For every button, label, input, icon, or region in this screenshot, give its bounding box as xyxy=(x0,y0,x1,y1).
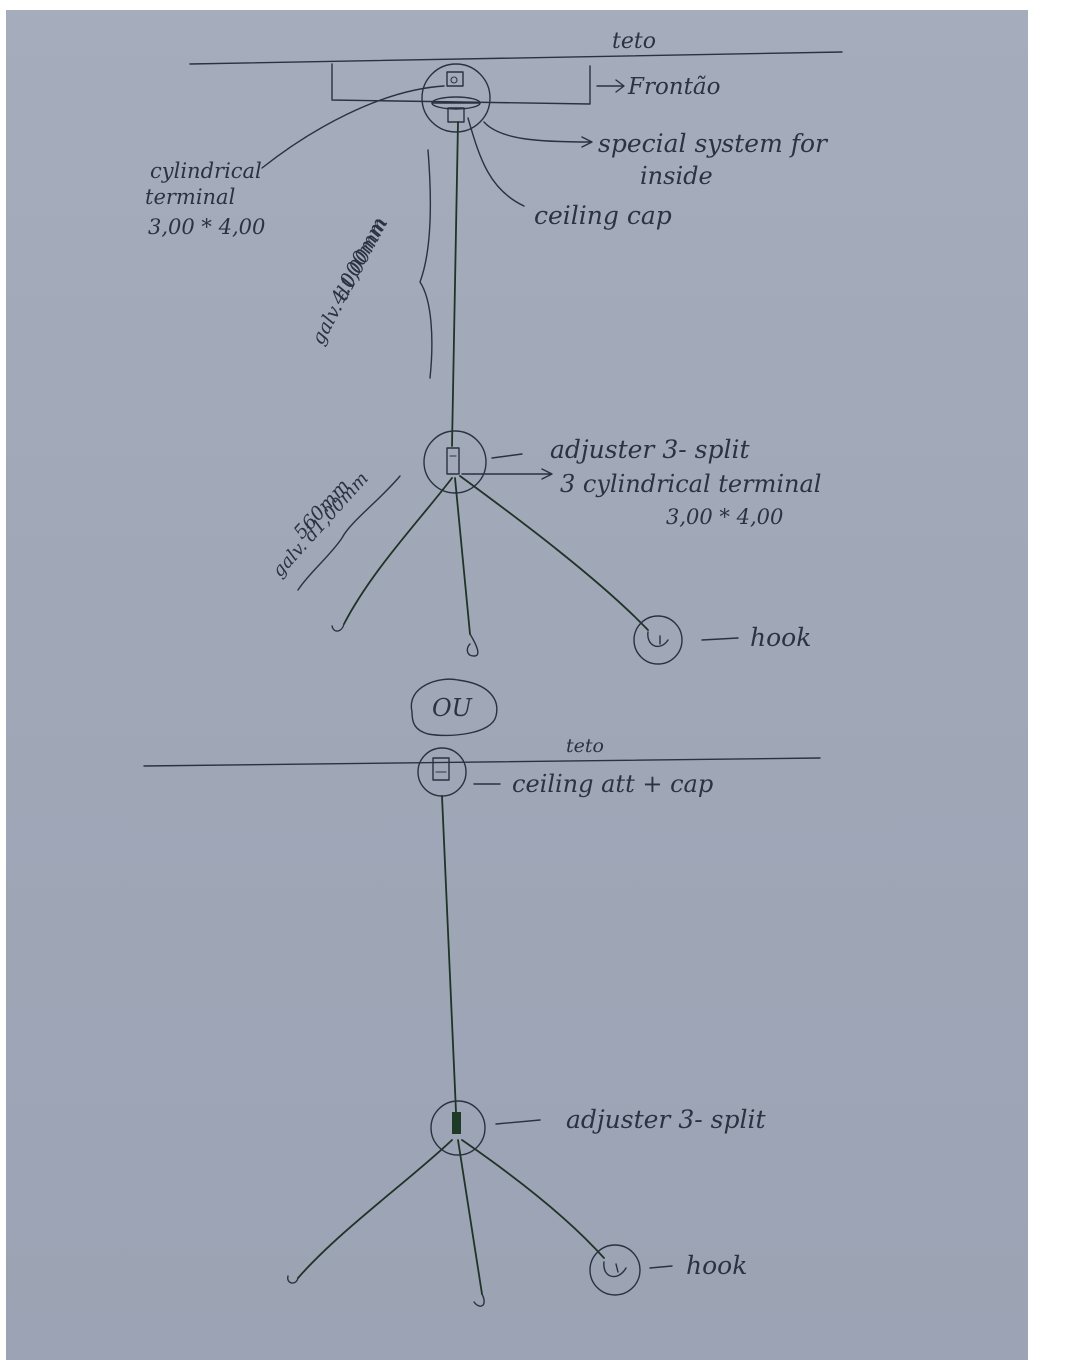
cyl-terminal-label-2: terminal xyxy=(145,185,235,209)
main-cable-bottom xyxy=(441,795,457,1113)
ceiling-label-bottom: teto xyxy=(566,735,604,757)
adjuster-label-bottom: adjuster 3- split xyxy=(566,1105,766,1134)
ceiling-cap-leader xyxy=(467,117,525,207)
adjuster-circle-bottom xyxy=(430,1100,486,1156)
hook-circle-top xyxy=(633,615,683,665)
hook-leader-top xyxy=(701,637,739,641)
hook-center-bottom xyxy=(473,1293,485,1307)
ceiling-line-bottom xyxy=(143,757,821,767)
adjuster-body-top xyxy=(446,447,460,475)
cyl-terminal-leader xyxy=(261,85,445,169)
adjuster-label-top: adjuster 3- split xyxy=(550,435,750,464)
terminal-arrow xyxy=(461,468,553,480)
hook-label-top: hook xyxy=(750,623,811,652)
main-cable-top xyxy=(451,121,459,447)
frontao-label: Frontão xyxy=(627,74,720,100)
branch-center-bottom xyxy=(457,1139,483,1295)
cable-spec-label: galv. d1,00mm xyxy=(307,214,392,349)
adjuster-leader-bottom xyxy=(495,1119,541,1125)
hook-leader-bottom xyxy=(649,1265,673,1269)
ou-bubble xyxy=(410,678,498,737)
hook-right-bottom xyxy=(603,1261,627,1278)
branch-right-top xyxy=(459,475,649,631)
adjuster-circle-top xyxy=(423,430,487,494)
hook-left-bottom xyxy=(287,1275,299,1284)
hook-left-top xyxy=(331,623,345,632)
separator-label: OU xyxy=(432,694,473,722)
cable-length-brace xyxy=(419,149,433,379)
top-diagram: teto Frontão special system for inside c… xyxy=(145,29,843,665)
separator: OU xyxy=(410,678,498,737)
paper-sheet xyxy=(6,10,1028,1360)
branch-length-brace xyxy=(297,475,401,591)
frontao-bracket xyxy=(331,63,591,105)
terminal-label-1: 3 cylindrical terminal xyxy=(560,470,821,498)
ceiling-att-label: ceiling att + cap xyxy=(512,770,713,798)
hook-right-top xyxy=(647,631,669,648)
special-system-label-2: inside xyxy=(640,162,713,190)
branch-left-bottom xyxy=(297,1139,453,1279)
cylindrical-terminal-top xyxy=(447,107,465,123)
adjuster-body-bottom xyxy=(452,1112,461,1134)
ceiling-cap-label: ceiling cap xyxy=(534,201,672,230)
hook-circle-bottom xyxy=(589,1244,641,1296)
cap-fitting-screw xyxy=(450,76,458,84)
branch-center-top xyxy=(454,477,471,635)
terminal-label-2: 3,00 * 4,00 xyxy=(666,505,783,529)
ceiling-att-body xyxy=(432,757,450,781)
branch-right-bottom xyxy=(461,1139,605,1259)
cyl-terminal-dims: 3,00 * 4,00 xyxy=(148,215,265,239)
ceiling-cap-circle xyxy=(421,63,491,133)
hook-center-top xyxy=(466,633,479,657)
frontao-arrow xyxy=(596,79,625,93)
hook-label-bottom: hook xyxy=(686,1251,747,1280)
special-system-label-1: special system for xyxy=(598,129,829,158)
adjuster-leader-top xyxy=(491,453,523,459)
ceiling-line-top xyxy=(189,51,843,65)
cap-fitting-top xyxy=(446,71,464,87)
special-system-arrow xyxy=(483,121,593,148)
branch-left-top xyxy=(343,477,453,625)
ceiling-label-top: teto xyxy=(612,29,656,54)
cyl-terminal-label-1: cylindrical xyxy=(150,159,262,183)
bottom-diagram: teto ceiling att + cap adjuster 3- split… xyxy=(143,735,821,1307)
